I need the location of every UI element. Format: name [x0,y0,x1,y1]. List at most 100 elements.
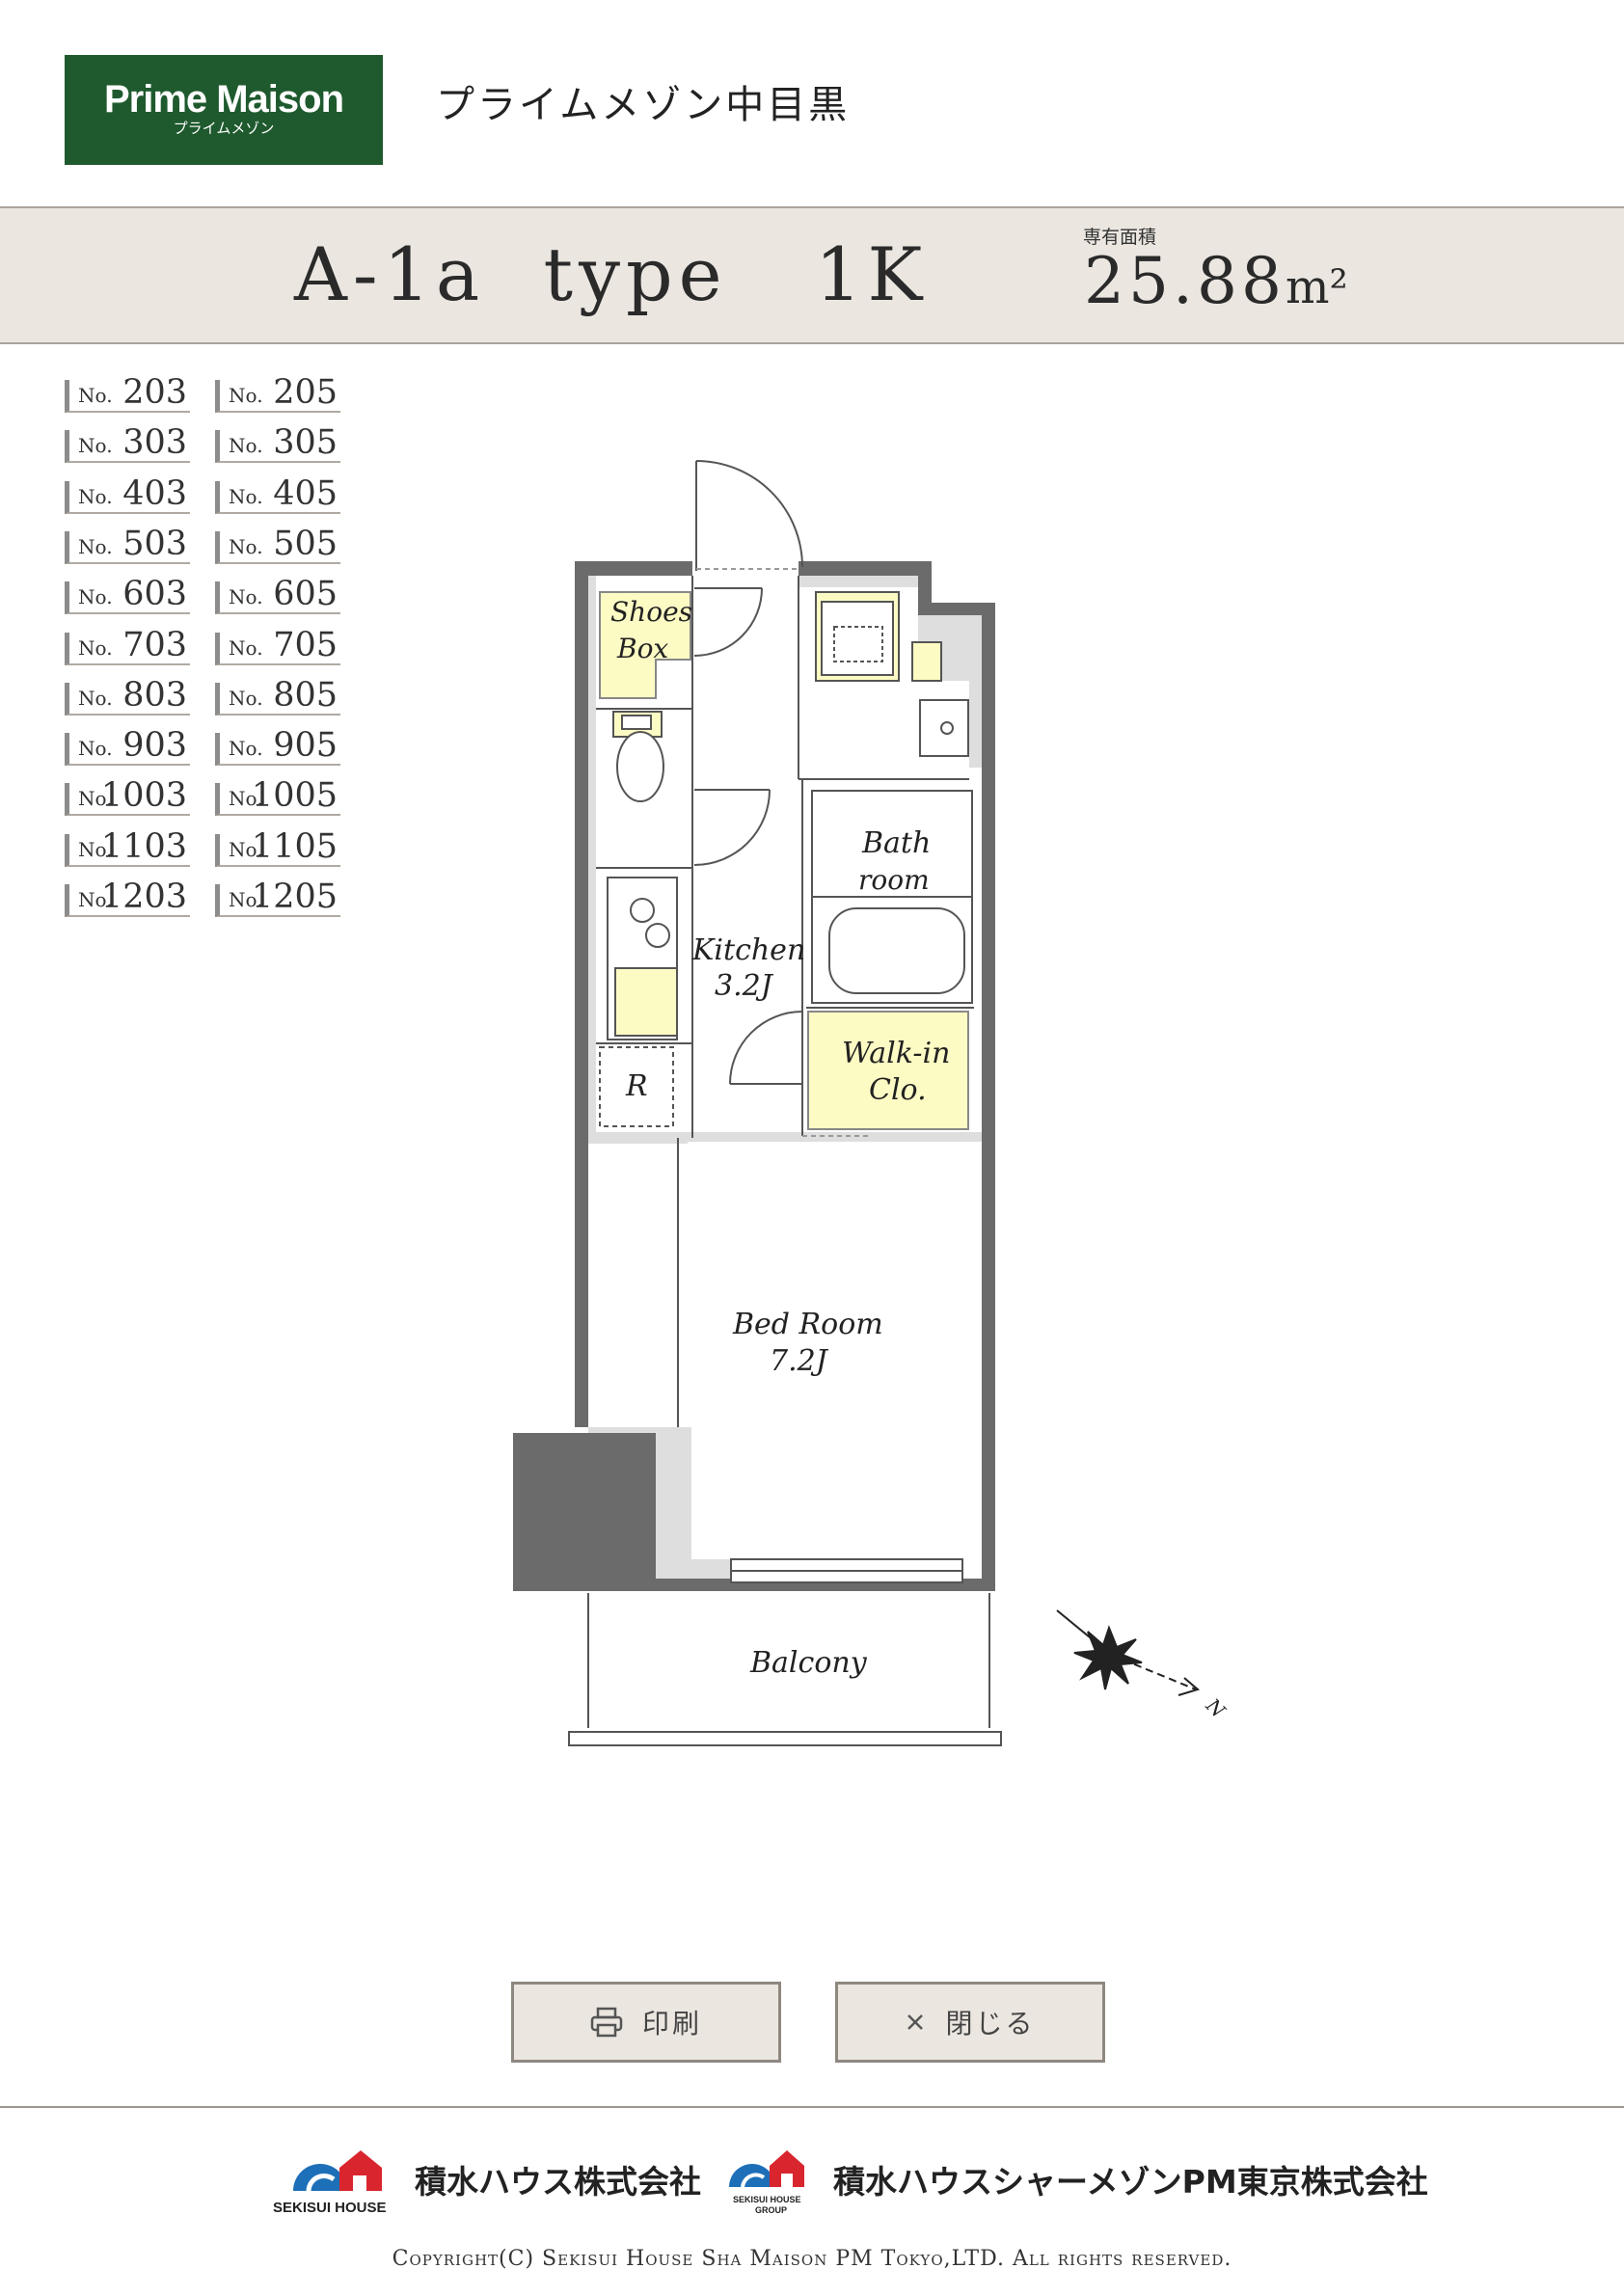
room-number-tag: No.203 [65,374,190,413]
washbasin [815,591,969,757]
shoes-box [599,591,691,699]
balcony [568,1593,1002,1746]
toilet-fixture [612,711,664,802]
room-number-prefix: No. [229,737,263,761]
room-number-prefix: No. [229,384,263,407]
room-number-tag: No.505 [215,526,340,564]
kitchen-counter [607,877,678,1040]
brand-2-group-text: GROUP [755,2205,788,2215]
label-bed-room: Bed Room [732,1308,883,1341]
brand-1-text: SEKISUI HOUSE [273,2200,387,2216]
room-number-value: 505 [273,524,338,563]
room-number-prefix: No. [78,635,113,660]
room-number-prefix: No. [78,585,113,609]
print-button-label: 印刷 [641,2008,702,2039]
fridge-space [599,1046,674,1127]
prime-maison-logo: Prime Maison プライムメゾン [65,55,383,165]
area-unit: m² [1285,260,1348,314]
printer-icon [590,2007,623,2038]
room-number-value: 1103 [100,826,187,866]
property-name: プライムメゾン中目黒 [436,83,851,127]
room-number-prefix: No. [78,737,113,761]
area-value: 25.88m² [1084,243,1348,326]
bathtub [811,790,973,1004]
room-number-tag: No. 303 [65,424,190,464]
room-number-prefix: No. [78,484,113,508]
compass-rose-icon [1056,1609,1201,1696]
label-bath-room-2: room [858,864,930,896]
room-number-tag: No. 703 [65,627,190,665]
label-kitchen: Kitchen [691,933,805,967]
company-2-name: 積水ハウスシャーメゾンPM東京株式会社 [833,2163,1428,2201]
room-number-value: 403 [122,473,187,513]
label-bath-room-1: Bath [861,826,931,860]
closet-door [729,1011,868,1137]
close-button[interactable]: 閉じる [835,1982,1105,2063]
room-number-value: 503 [122,524,187,563]
room-number-value: 205 [273,373,338,412]
room-number-value: 1105 [251,826,338,866]
copyright-text: Copyright(C) Sekisui House Sha Maison PM… [392,2247,1232,2271]
room-number-value: 1005 [251,776,338,816]
room-number-prefix: No. [78,686,113,710]
label-shoes-box-2: Box [616,633,668,664]
company-1-name: 積水ハウス株式会社 [415,2163,701,2201]
room-number-tag: No.1005 [215,777,340,817]
room-number-prefix: No. [229,888,263,911]
type-band [0,206,1624,344]
room-number-value: 1003 [100,776,187,816]
room-number-value: 703 [122,625,187,664]
logo-sub-text: プライムメゾン [173,120,275,137]
footer-divider [0,2106,1624,2108]
bedroom-window [730,1558,963,1583]
logo-main-text: Prime Maison [103,78,344,121]
room-number-prefix: No. [78,534,113,558]
room-number-prefix: No. [78,787,113,811]
sekisui-group-logo [725,2147,814,2189]
room-number-tag: No. 305 [215,424,340,464]
room-number-tag: No.603 [65,576,190,615]
room-number-prefix: No. [229,787,263,811]
label-north: N [1201,1693,1231,1723]
room-number-value: 903 [122,726,187,766]
entrance-door [695,460,803,571]
room-number-tag: No. 403 [65,475,190,514]
room-number-value: 303 [122,423,187,463]
room-number-value: 405 [273,473,338,513]
room-number-prefix: No. [229,585,263,609]
room-number-prefix: No. [78,434,113,458]
room-number-value: 1205 [251,878,338,916]
partitions [596,576,974,1427]
room-number-tag: No.605 [215,576,340,615]
sekisui-house-logo [289,2147,397,2193]
room-number-tag: No. 803 [65,677,190,716]
room-number-value: 305 [273,423,338,463]
room-number-tag: No.1205 [215,878,340,917]
room-number-tag: No. 903 [65,727,190,767]
room-number-tag: No.1103 [65,828,190,867]
room-number-tag: No. 205 [215,374,340,413]
room-number-prefix: No. [78,384,113,407]
room-number-prefix: No. [229,686,263,710]
label-fridge: R [625,1069,648,1103]
room-number-value: 905 [273,726,338,766]
label-kitchen-size: 3.2J [715,969,774,1003]
area-number: 25.88 [1084,244,1286,318]
room-number-tag: No. 503 [65,526,190,564]
room-number-tag: No. 705 [215,627,340,665]
room-number-value: 705 [273,625,338,664]
room-number-tag: No.1105 [215,828,340,867]
walk-in-closet [807,1011,969,1130]
label-balcony: Balcony [749,1646,868,1680]
room-number-prefix: No. [229,434,263,458]
room-number-prefix: No. [229,484,263,508]
room-number-tag: No. 905 [215,727,340,767]
print-button[interactable]: 印刷 [511,1982,781,2063]
close-button-label: 閉じる [945,2008,1036,2039]
room-number-prefix: No. [78,837,113,861]
room-number-tag: No.805 [215,677,340,716]
room-number-value: 803 [122,675,187,715]
label-walk-in: Walk-in [842,1037,950,1070]
room-number-prefix: No. [229,635,263,660]
